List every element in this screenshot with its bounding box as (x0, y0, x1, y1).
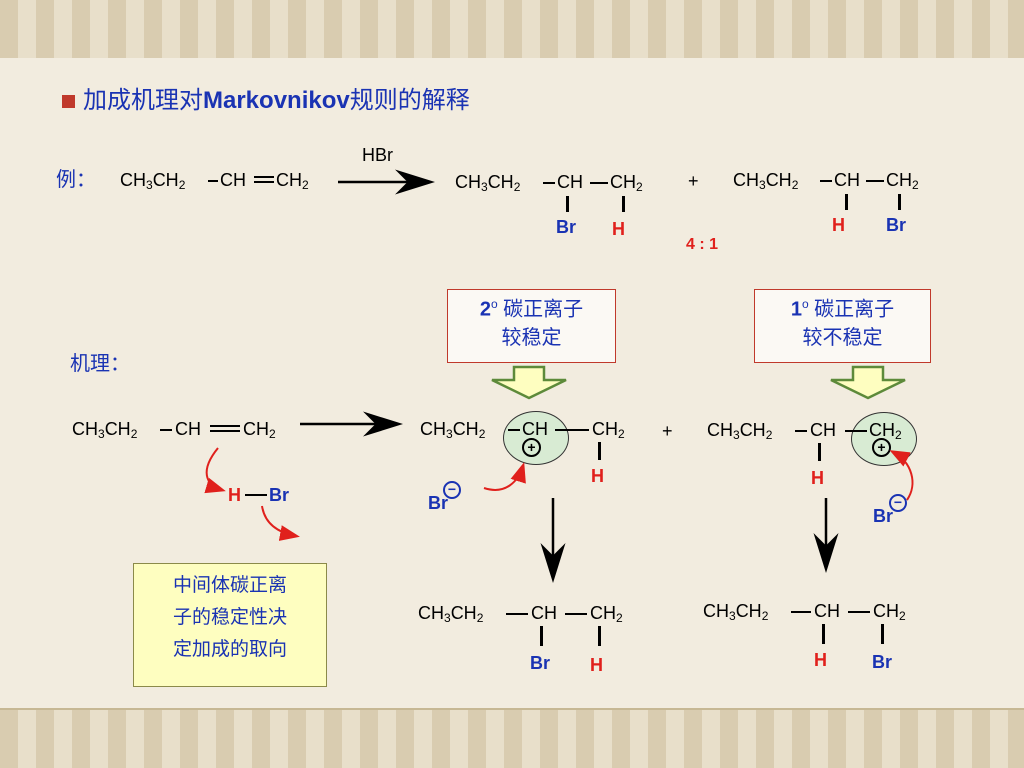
final-product-left-br: Br (530, 653, 551, 673)
product-minor-ch: CH (834, 170, 860, 190)
product-minor-ch2: CH2 (886, 170, 919, 192)
intermediate-primary-h: H (811, 468, 824, 488)
bond (245, 494, 267, 496)
bond (598, 626, 601, 646)
final-product-right-ch2: CH2 (873, 601, 906, 623)
intermediate-secondary-h: H (591, 466, 604, 486)
mechanism-label: 机理： (70, 353, 130, 375)
mechanism-reactant: CH3CH2 (72, 419, 138, 441)
bond (848, 611, 870, 613)
bond (565, 613, 587, 615)
bottom-decorative-border (0, 708, 1024, 768)
double-bond (210, 425, 240, 432)
bond (506, 613, 528, 615)
positive-charge-icon: + (872, 438, 891, 457)
product-major-h: H (612, 219, 625, 239)
intermediate-secondary-ch: CH (522, 419, 548, 439)
product-major: CH3CH2 (455, 172, 521, 194)
final-product-right-br: Br (872, 652, 893, 672)
example-reactant-ch2: CH2 (276, 170, 309, 192)
bromide-ion-right: Br (873, 506, 894, 526)
negative-charge-icon: − (443, 481, 461, 499)
final-product-left-h: H (590, 655, 603, 675)
bond (622, 196, 625, 212)
intermediate-primary-ch: CH (810, 420, 836, 440)
note-box: 中间体碳正离 子的稳定性决 定加成的取向 (133, 563, 327, 687)
intermediate-secondary-ch2: CH2 (592, 419, 625, 441)
block-arrow-right (830, 365, 906, 400)
block-arrow-left (491, 365, 567, 400)
curved-arrow-bromide-left (483, 462, 526, 491)
final-product-left-ch: CH (531, 603, 557, 623)
intermediate-primary: CH3CH2 (707, 420, 773, 442)
product-minor: CH3CH2 (733, 170, 799, 192)
bond (590, 182, 608, 184)
mechanism-reactant-ch2: CH2 (243, 419, 276, 441)
bond (822, 624, 825, 644)
final-product-left-ch2: CH2 (590, 603, 623, 625)
product-minor-h: H (832, 215, 845, 235)
bromide-ion-left: Br (428, 493, 449, 513)
negative-charge-icon: − (889, 494, 907, 512)
bond (555, 429, 589, 431)
secondary-carbocation-box: 2o 碳正离子 较稳定 (447, 289, 616, 363)
final-product-left: CH3CH2 (418, 603, 484, 625)
bond (845, 430, 867, 432)
carbocation-highlight (503, 411, 569, 465)
bond (866, 180, 884, 182)
reagent-hbr: HBr (362, 145, 393, 165)
product-major-ch2: CH2 (610, 172, 643, 194)
curved-arrow-hbr (261, 505, 300, 541)
mechanism-h: H (228, 485, 241, 505)
bond (791, 611, 811, 613)
bond (818, 443, 821, 461)
product-minor-br: Br (886, 215, 907, 235)
curved-arrow-pi-bond (204, 447, 226, 494)
bond (160, 429, 172, 431)
final-product-right: CH3CH2 (703, 601, 769, 623)
product-major-ch: CH (557, 172, 583, 192)
plus-sign: + (662, 421, 673, 441)
mechanism-reactant-ch: CH (175, 419, 201, 439)
product-major-br: Br (556, 217, 577, 237)
primary-carbocation-box: 1o 碳正离子 较不稳定 (754, 289, 931, 363)
bond (566, 196, 569, 212)
mechanism-br: Br (269, 485, 290, 505)
bond (795, 430, 807, 432)
product-ratio: 4 : 1 (686, 236, 719, 253)
bond (540, 626, 543, 646)
bullet-square-icon (62, 95, 75, 109)
final-product-right-ch: CH (814, 601, 840, 621)
bond (820, 180, 832, 182)
plus-sign: + (688, 171, 699, 191)
final-product-right-h: H (814, 650, 827, 670)
bond (898, 194, 901, 210)
double-bond (254, 176, 274, 183)
example-reactant-ch: CH (220, 170, 246, 190)
bond (598, 442, 601, 460)
positive-charge-icon: + (522, 438, 541, 457)
bond (543, 182, 555, 184)
bond (208, 180, 218, 182)
slide-title: 加成机理对Markovnikov规则的解释 (62, 80, 470, 115)
example-label: 例： (56, 169, 96, 191)
curved-arrow-bromide-right (889, 450, 914, 501)
example-reactant: CH3CH2 (120, 170, 186, 192)
bond (845, 194, 848, 210)
bond (508, 429, 520, 431)
intermediate-primary-ch2: CH2 (869, 420, 902, 442)
intermediate-secondary: CH3CH2 (420, 419, 486, 441)
bond (881, 624, 884, 644)
